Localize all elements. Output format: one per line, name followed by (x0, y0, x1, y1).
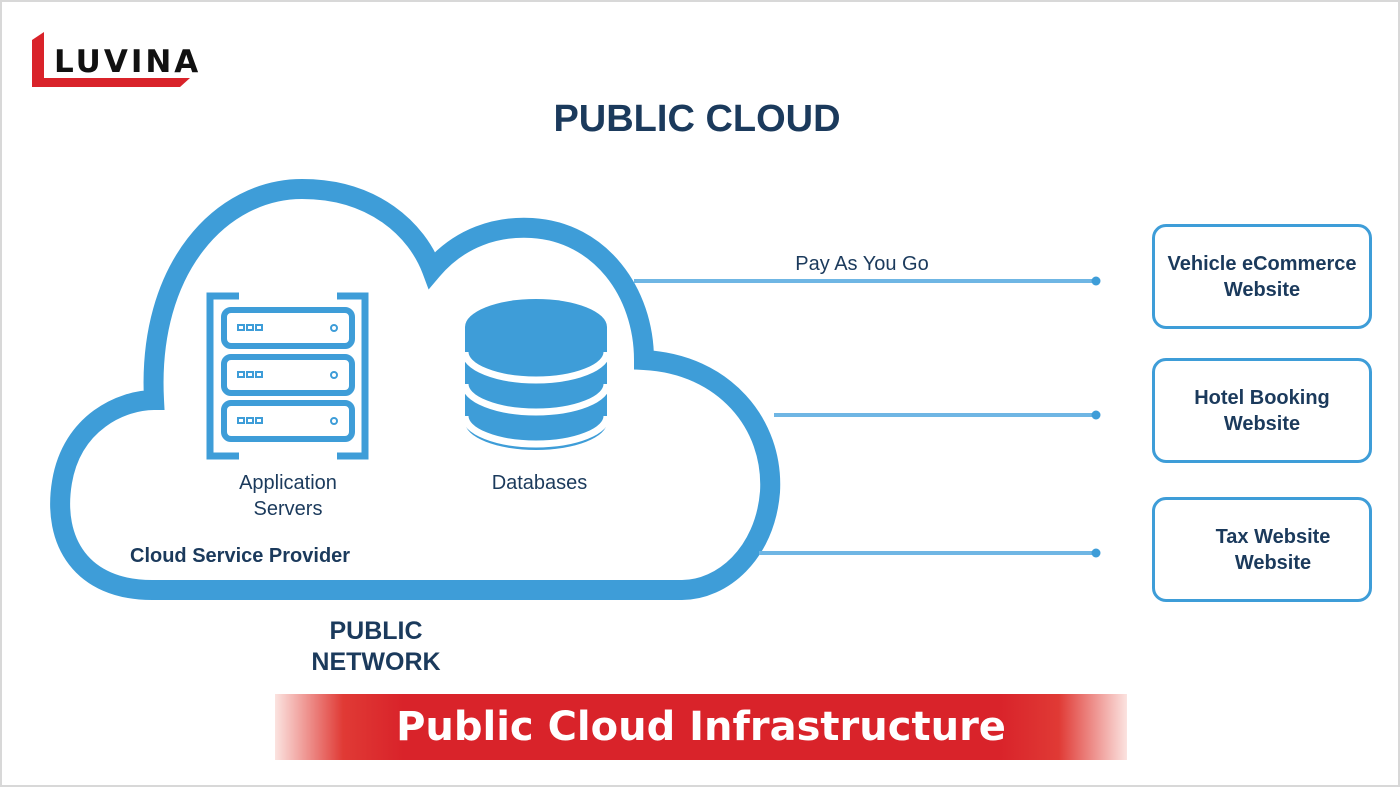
database-icon (461, 299, 611, 450)
website-line2: Website (1234, 551, 1312, 574)
logo-text: LUVINA (54, 44, 202, 80)
network-line1: PUBLIC (329, 617, 423, 645)
luvina-logo (32, 32, 190, 87)
server-rack-icon (206, 292, 369, 460)
cloud-provider-label: Cloud Service Provider (130, 545, 351, 567)
page-title: PUBLIC CLOUD (553, 98, 841, 140)
public-network-label: PUBLIC NETWORK (282, 616, 470, 678)
app-servers-line2: Servers (253, 498, 323, 520)
app-servers-line1: Application (239, 472, 337, 494)
databases-label: Databases (491, 472, 588, 494)
website-line1: Vehicle eCommerce (1167, 252, 1357, 275)
infrastructure-banner: Public Cloud Infrastructure (275, 694, 1127, 760)
app-servers-label: Application Servers (208, 470, 368, 522)
cloud-outline (50, 178, 781, 600)
connection-dot-3 (1091, 548, 1101, 558)
website-line1: Hotel Booking (1194, 386, 1330, 409)
network-line2: NETWORK (311, 648, 441, 676)
website-line2: Website (1223, 412, 1301, 435)
connection-dot-1 (1091, 276, 1101, 286)
connection-dot-2 (1091, 410, 1101, 420)
website-line1: Tax Website (1215, 525, 1331, 548)
website-line2: Website (1223, 278, 1301, 301)
connection-lines (634, 279, 1095, 555)
pay-as-you-go-label: Pay As You Go (795, 253, 929, 275)
